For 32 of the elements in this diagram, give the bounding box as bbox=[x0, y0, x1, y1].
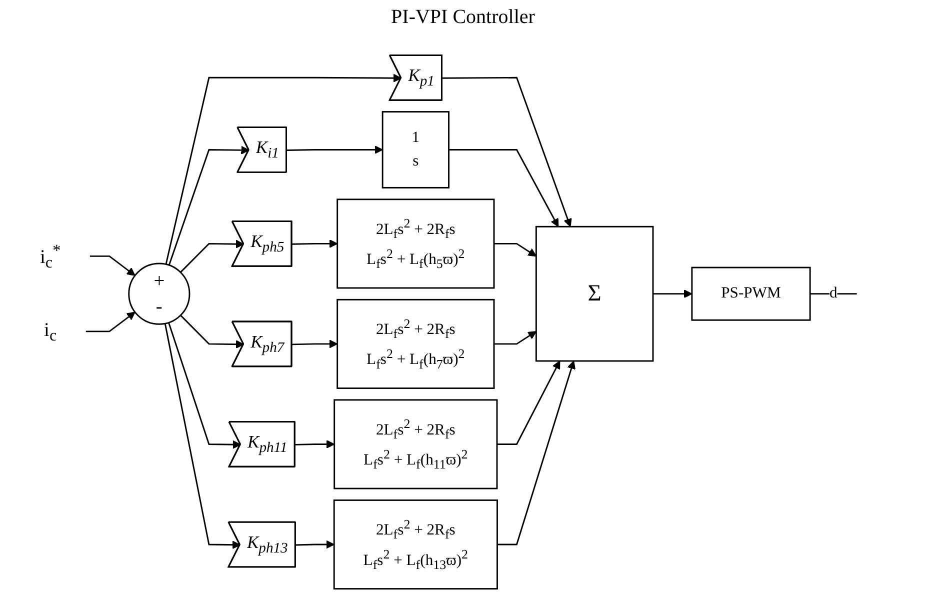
arrow bbox=[497, 360, 576, 545]
arrow bbox=[164, 322, 241, 549]
arrow bbox=[168, 145, 250, 265]
node-text: i$_{c}$ bbox=[44, 318, 57, 344]
arrow bbox=[286, 144, 383, 154]
arrow bbox=[292, 339, 338, 348]
arrow bbox=[494, 242, 537, 256]
connector bbox=[810, 292, 857, 294]
arrow bbox=[86, 311, 136, 332]
arrow bbox=[292, 238, 338, 248]
diagram-title: PI-VPI Controller bbox=[391, 6, 535, 29]
arrow bbox=[448, 148, 559, 227]
arrow bbox=[180, 314, 244, 348]
arrow bbox=[653, 289, 692, 298]
arrow bbox=[442, 76, 572, 227]
node-box: 1 s bbox=[382, 110, 450, 188]
arrow bbox=[296, 540, 334, 548]
arrow bbox=[168, 322, 242, 448]
arrow bbox=[494, 330, 537, 344]
arrow bbox=[165, 73, 402, 264]
arrow bbox=[90, 254, 136, 276]
arrow bbox=[497, 360, 560, 444]
node-box: 2L$_{f}$s$^{2}$ + 2R$_{f}$s L$_{f}$s$^{2}$ + L$_{f}$(h$_{11}$ϖ)$^{2}$ bbox=[334, 398, 498, 489]
node-box: 2L$_{f}$s$^{2}$ + 2R$_{f}$s L$_{f}$s$^{2}$ + L$_{f}$(h$_{5}$ϖ)$^{2}$ bbox=[336, 198, 495, 288]
arrow bbox=[295, 439, 335, 448]
edge-label: d bbox=[830, 284, 838, 302]
arrow bbox=[180, 239, 244, 272]
node-box: 2L$_{f}$s$^{2}$ + 2R$_{f}$s L$_{f}$s$^{2}$ + L$_{f}$(h$_{13}$ϖ)$^{2}$ bbox=[333, 498, 498, 589]
node-box: PS-PWM bbox=[691, 266, 811, 320]
node-circle: + - bbox=[128, 262, 190, 324]
node-box: Σ bbox=[535, 225, 654, 362]
node-box: 2L$_{f}$s$^{2}$ + 2R$_{f}$s L$_{f}$s$^{2}$ + L$_{f}$(h$_{7}$ϖ)$^{2}$ bbox=[336, 298, 495, 388]
